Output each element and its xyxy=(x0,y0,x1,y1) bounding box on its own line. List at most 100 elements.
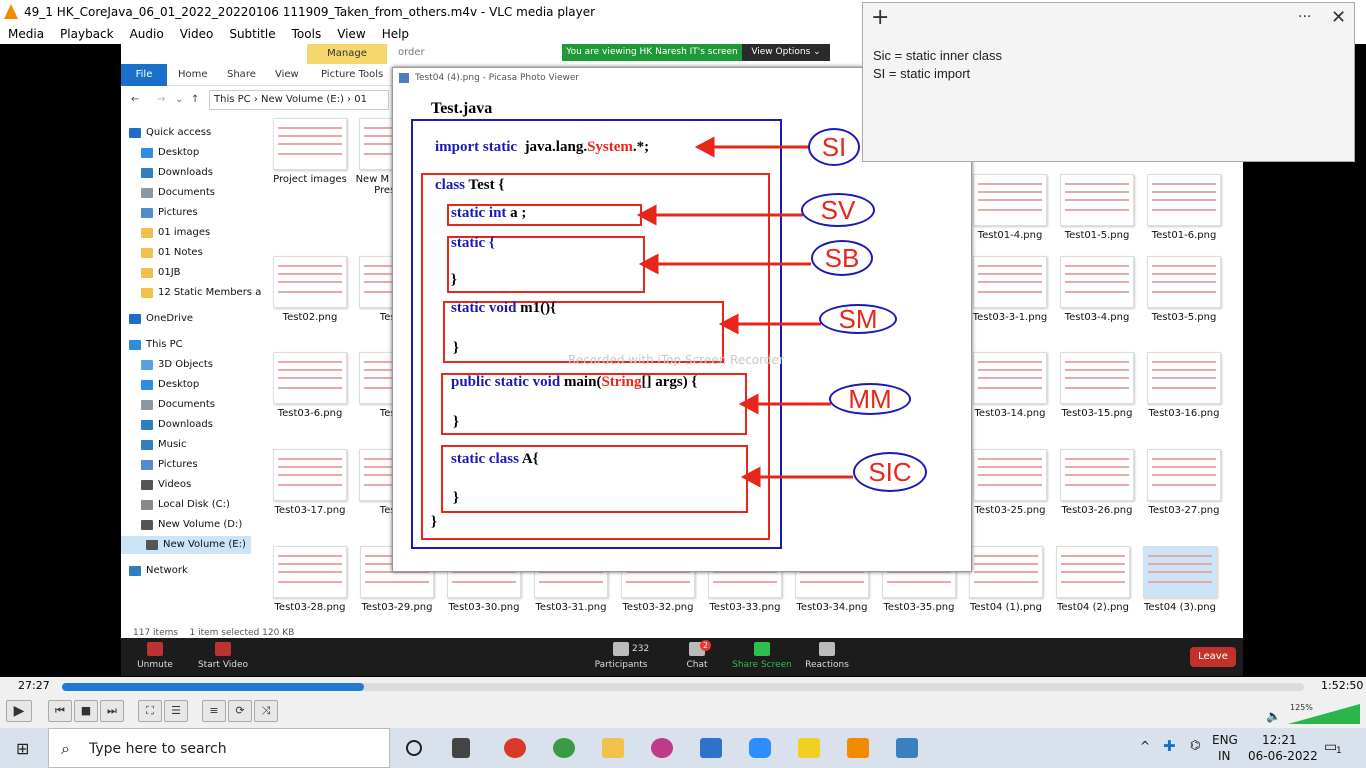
previous-icon[interactable]: ⏮ xyxy=(48,700,72,722)
file-name[interactable]: Test03-15.png xyxy=(1061,408,1133,419)
reactions-button[interactable]: Reactions xyxy=(797,642,857,670)
nav-item[interactable]: Pictures xyxy=(141,204,198,222)
file-name[interactable]: Test03-30.png xyxy=(448,602,520,613)
nav-item[interactable]: 01 images xyxy=(141,224,210,242)
file-name[interactable]: Test03-35.png xyxy=(883,602,955,613)
file-thumbnail[interactable] xyxy=(1060,256,1134,308)
chrome-icon[interactable] xyxy=(553,738,575,758)
menu-help[interactable]: Help xyxy=(381,27,410,41)
share-screen-button[interactable]: Share Screen xyxy=(732,642,792,670)
nav-item[interactable]: Local Disk (C:) xyxy=(141,496,230,514)
file-thumbnail[interactable] xyxy=(1147,256,1221,308)
file-thumbnail[interactable] xyxy=(1060,352,1134,404)
up-icon[interactable]: ↑ xyxy=(191,94,200,105)
taskbar-search[interactable]: ⌕ Type here to search xyxy=(48,728,390,768)
file-thumbnail[interactable] xyxy=(1143,546,1217,598)
file-thumbnail[interactable] xyxy=(273,546,347,598)
zoom-icon[interactable] xyxy=(749,738,771,758)
file-thumbnail[interactable] xyxy=(969,546,1043,598)
file-name[interactable]: Test04 (3).png xyxy=(1144,602,1216,613)
vlc-taskbar-icon[interactable] xyxy=(847,738,869,758)
file-thumbnail[interactable] xyxy=(973,352,1047,404)
tray-plus-icon[interactable]: ✚ xyxy=(1163,737,1176,755)
leave-button[interactable]: Leave xyxy=(1190,647,1236,667)
more-options-icon[interactable]: ··· xyxy=(1298,9,1312,25)
tab-manage[interactable]: Manage xyxy=(307,44,387,64)
file-thumbnail[interactable] xyxy=(973,449,1047,501)
file-thumbnail[interactable] xyxy=(273,352,347,404)
menu-video[interactable]: Video xyxy=(179,27,214,41)
volume-slider[interactable] xyxy=(1288,704,1360,724)
nav-item[interactable]: Pictures xyxy=(141,456,198,474)
file-name[interactable]: Test03-26.png xyxy=(1061,505,1133,516)
speaker-icon[interactable]: 🔈 xyxy=(1266,709,1281,723)
fullscreen-icon[interactable]: ⛶ xyxy=(138,700,162,722)
file-name[interactable]: Test03-29.png xyxy=(361,602,433,613)
file-name[interactable]: Test03-5.png xyxy=(1151,312,1217,323)
tab-picture-tools[interactable]: Picture Tools xyxy=(321,69,384,80)
file-name[interactable]: Test03-27.png xyxy=(1148,505,1220,516)
lang-primary[interactable]: ENG xyxy=(1212,733,1238,747)
network-icon[interactable]: ⌬ xyxy=(1190,738,1201,752)
menu-tools[interactable]: Tools xyxy=(291,27,322,41)
nav-item[interactable]: Network xyxy=(129,562,188,580)
file-thumbnail[interactable] xyxy=(273,256,347,308)
file-name[interactable]: Test03-3-1.png xyxy=(972,312,1048,323)
file-thumbnail[interactable] xyxy=(1147,174,1221,226)
file-name[interactable]: Project images xyxy=(273,174,347,185)
tab-view[interactable]: View xyxy=(275,69,299,80)
cortana-icon[interactable] xyxy=(406,740,422,756)
nav-item[interactable]: 12 Static Members a xyxy=(141,284,261,302)
tab-home[interactable]: Home xyxy=(178,69,208,80)
view-options-button[interactable]: View Options ⌄ xyxy=(742,44,830,61)
file-name[interactable]: Test03-28.png xyxy=(274,602,346,613)
clock-time[interactable]: 12:21 xyxy=(1262,733,1297,747)
nav-item[interactable]: Desktop xyxy=(141,144,199,162)
file-name[interactable]: Test02.png xyxy=(282,312,338,323)
nav-item[interactable]: Videos xyxy=(141,476,191,494)
nav-item[interactable]: 3D Objects xyxy=(141,356,213,374)
play-icon[interactable]: ▶ xyxy=(6,700,32,722)
file-thumbnail[interactable] xyxy=(1147,449,1221,501)
nav-item[interactable]: This PC xyxy=(129,336,183,354)
address-bar[interactable]: This PC › New Volume (E:) › 01 xyxy=(209,90,389,110)
seek-bar[interactable] xyxy=(62,683,1304,691)
file-thumbnail[interactable] xyxy=(273,118,347,170)
file-explorer-icon[interactable] xyxy=(602,738,624,758)
nav-item[interactable]: Downloads xyxy=(141,164,213,182)
file-name[interactable]: Test03-17.png xyxy=(274,505,346,516)
nav-item[interactable]: New Volume (D:) xyxy=(141,516,242,534)
file-thumbnail[interactable] xyxy=(273,449,347,501)
nav-item[interactable]: New Volume (E:) xyxy=(121,536,251,554)
tray-chevron-icon[interactable]: ^ xyxy=(1140,739,1151,753)
file-name[interactable]: Test03-32.png xyxy=(622,602,694,613)
file-name[interactable]: Test03-34.png xyxy=(796,602,868,613)
menu-playback[interactable]: Playback xyxy=(60,27,114,41)
file-thumbnail[interactable] xyxy=(1060,174,1134,226)
extended-settings-icon[interactable]: ☰ xyxy=(164,700,188,722)
windows-start-icon[interactable]: ⊞ xyxy=(16,739,30,758)
notification-icon[interactable]: ▭ xyxy=(1324,739,1338,755)
menu-audio[interactable]: Audio xyxy=(129,27,164,41)
file-name[interactable]: Test04 (1).png xyxy=(970,602,1042,613)
menu-view[interactable]: View xyxy=(337,27,366,41)
photos-icon[interactable] xyxy=(896,738,918,758)
file-name[interactable]: Test01-5.png xyxy=(1064,230,1130,241)
snipping-icon[interactable] xyxy=(651,738,673,758)
file-name[interactable]: Test03-16.png xyxy=(1148,408,1220,419)
file-name[interactable]: Test03-33.png xyxy=(709,602,781,613)
next-icon[interactable]: ⏭ xyxy=(100,700,124,722)
itop-recorder-icon[interactable] xyxy=(504,738,526,758)
nav-item[interactable]: Quick access xyxy=(129,124,211,142)
sticky-content[interactable]: Sic = static inner class SI = static imp… xyxy=(863,35,1354,95)
file-name[interactable]: Test03-4.png xyxy=(1064,312,1130,323)
nav-item[interactable]: 01 Notes xyxy=(141,244,203,262)
chat-button[interactable]: Chat xyxy=(667,642,727,670)
file-thumbnail[interactable] xyxy=(973,256,1047,308)
file-name[interactable]: Test01-4.png xyxy=(977,230,1043,241)
file-name[interactable]: Test03-25.png xyxy=(974,505,1046,516)
file-name[interactable]: Test01-6.png xyxy=(1151,230,1217,241)
nav-item[interactable]: OneDrive xyxy=(129,310,193,328)
file-thumbnail[interactable] xyxy=(1147,352,1221,404)
file-name[interactable]: Test03-6.png xyxy=(277,408,343,419)
